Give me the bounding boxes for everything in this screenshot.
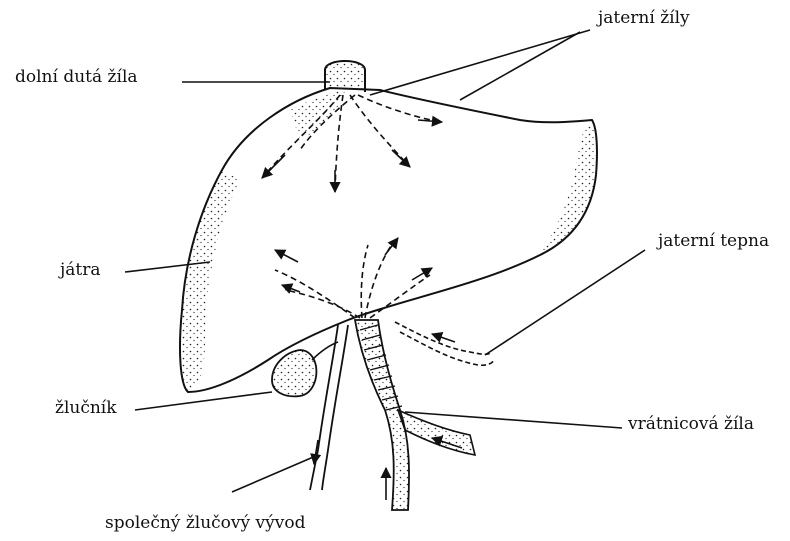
label-liver: játra [60,262,101,279]
gallbladder [272,350,316,396]
liver-outline [180,88,597,392]
hepatic-artery-2 [400,332,494,365]
vena-cava [325,61,365,92]
label-portal-vein: vrátnicová žíla [628,416,754,433]
label-hepatic-artery: jaterní tepna [658,233,769,250]
label-inferior-vena-cava: dolní dutá žíla [15,69,138,86]
label-hepatic-veins: jaterní žíly [598,10,690,27]
label-common-bile-duct: společný žlučový vývod [105,515,305,532]
label-gallbladder: žlučník [55,400,117,417]
